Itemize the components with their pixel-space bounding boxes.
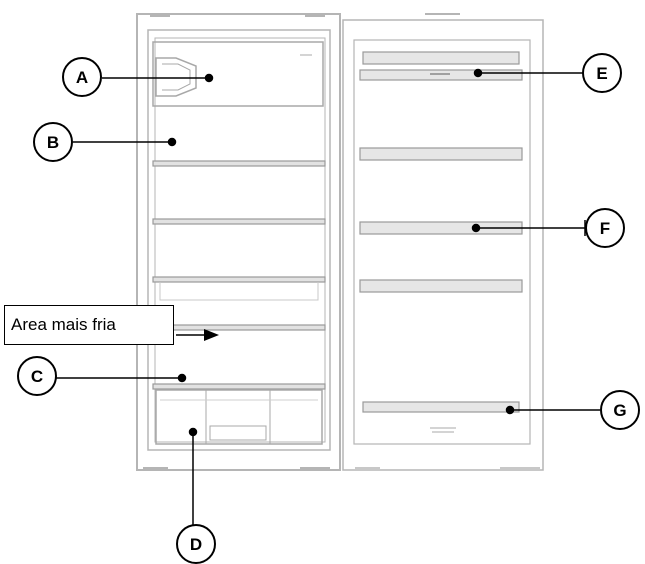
- shelf-4: [152, 324, 326, 331]
- coldest-area-arrow: [176, 329, 219, 341]
- callout-a: A: [62, 57, 102, 97]
- callout-d-label: D: [190, 535, 202, 554]
- door-shelf-4: [359, 279, 523, 293]
- fridge-shelves: [152, 160, 326, 390]
- coldest-area-box: Area mais fria: [4, 305, 174, 345]
- callout-b: B: [33, 122, 73, 162]
- shelf-2: [152, 218, 326, 225]
- callout-c: C: [17, 356, 57, 396]
- top-compartment: [152, 41, 324, 107]
- callout-d: D: [176, 524, 216, 564]
- coldest-area-label: Area mais fria: [11, 315, 116, 334]
- callout-a-label: A: [76, 68, 88, 87]
- shelf-3: [152, 276, 326, 283]
- callout-e-label: E: [596, 64, 607, 83]
- callout-g: G: [600, 390, 640, 430]
- callout-g-label: G: [613, 401, 626, 420]
- fridge-cabinet: [136, 13, 341, 471]
- callout-f: F: [585, 208, 625, 248]
- door-shelves: [359, 51, 523, 433]
- callout-c-label: C: [31, 367, 43, 386]
- callout-b-label: B: [47, 133, 59, 152]
- door-shelf-2: [359, 147, 523, 161]
- door-top-shelf-front: [359, 69, 523, 81]
- crisper-drawers: [155, 389, 323, 445]
- door-top-shelf: [362, 51, 520, 65]
- callout-e: E: [582, 53, 622, 93]
- callout-f-label: F: [600, 219, 610, 238]
- shelf-5: [152, 383, 326, 390]
- door-bottom-shelf: [362, 401, 520, 413]
- fridge-door: [342, 13, 544, 471]
- shelf-1: [152, 160, 326, 167]
- leader-lines: [56, 68, 600, 527]
